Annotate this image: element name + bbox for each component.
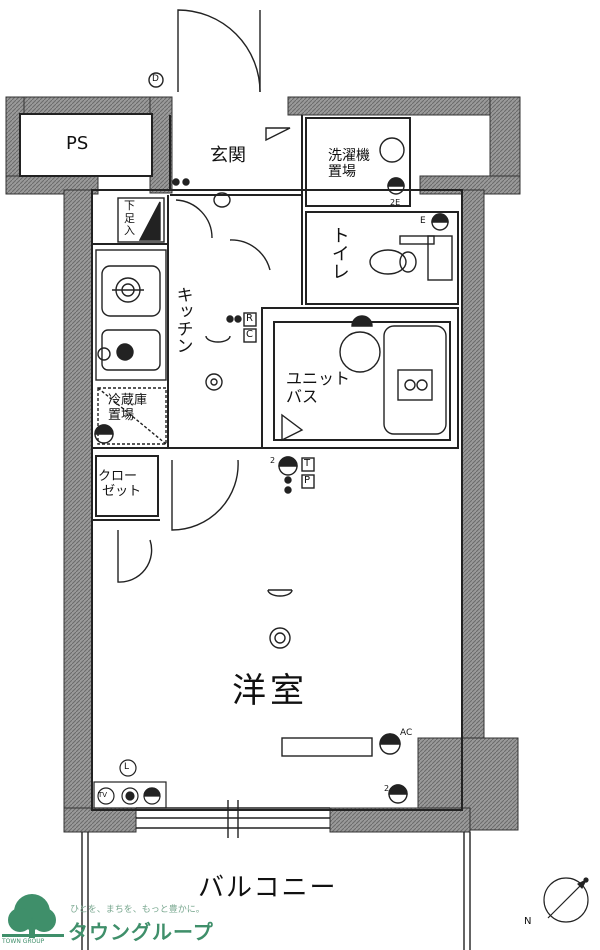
symbol-2-balcony: 2 — [384, 784, 390, 793]
kitchen-counter — [95, 249, 167, 445]
balcony-window — [136, 800, 330, 838]
symbol-n: N — [524, 916, 532, 927]
north-arrow-icon — [543, 877, 589, 923]
brand-group: TOWN GROUP — [2, 938, 45, 945]
closet-label: クロー ゼット — [98, 469, 142, 499]
interior-partitions — [91, 115, 463, 811]
symbol-r: R — [246, 313, 253, 324]
symbol-d: D — [152, 74, 159, 84]
fridge-label: 冷蔵庫 置場 — [108, 393, 148, 423]
balcony-label: バルコニー — [198, 873, 338, 903]
western-room-label: 洋室 — [232, 671, 308, 711]
symbol-ac: AC — [400, 728, 413, 738]
unit-bath-label: ユニット バス — [286, 369, 351, 407]
balcony-outline — [81, 832, 471, 950]
ps-box — [19, 113, 153, 177]
town-group-logo-icon — [2, 894, 64, 938]
washer-label: 洗濯機 置場 — [328, 148, 370, 181]
brand-tagline: ひとを、まちを、もっと豊かに。 — [70, 905, 205, 915]
bath-fixtures — [265, 127, 453, 435]
entrance-label: 玄関 — [210, 145, 246, 166]
toilet-label: トイレ — [328, 226, 350, 280]
brand-name: タウングループ — [68, 920, 214, 944]
shoe-box-label: 下 足 入 — [124, 199, 135, 238]
symbol-e: E — [420, 216, 426, 226]
doors — [117, 9, 304, 583]
symbol-l: L — [124, 762, 130, 772]
symbol-2-room: 2 — [270, 456, 276, 465]
kitchen-label: キッチン — [172, 286, 193, 354]
exterior-walls — [5, 96, 521, 833]
outlet-cluster — [93, 759, 167, 809]
ps-label: PS — [66, 133, 89, 154]
symbol-tel: T — [304, 458, 311, 469]
entrance-fixtures — [117, 178, 242, 323]
symbol-c: C — [246, 329, 253, 340]
symbol-p: P — [304, 475, 311, 486]
symbol-2e: 2E — [390, 198, 401, 207]
electrical-fixtures — [94, 72, 449, 804]
symbol-tv: TV — [98, 791, 108, 799]
